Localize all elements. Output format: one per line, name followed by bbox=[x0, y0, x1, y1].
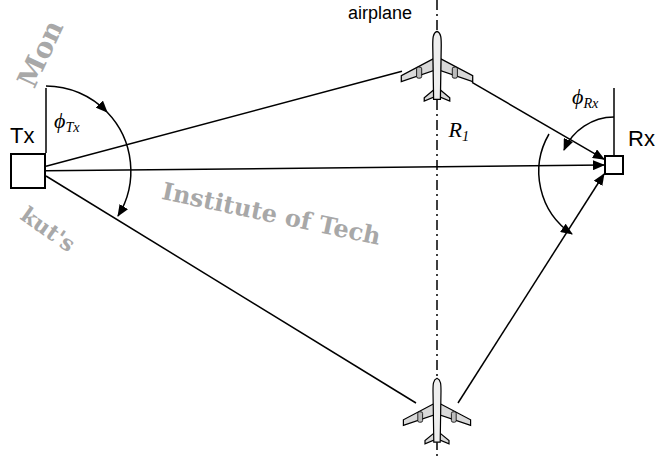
airplane-icon bbox=[403, 378, 470, 444]
angle-label: ϕRx bbox=[570, 86, 600, 111]
node-label: airplane bbox=[348, 4, 412, 22]
reference-line bbox=[45, 88, 47, 153]
airplane-target: airplane bbox=[402, 26, 472, 98]
angle-label: ϕTx bbox=[52, 110, 82, 135]
angle-arc bbox=[564, 117, 614, 150]
reference-line bbox=[613, 88, 615, 155]
signal-path bbox=[458, 174, 604, 403]
receiver-box: Rx bbox=[604, 155, 624, 175]
node-label: Tx bbox=[10, 125, 34, 147]
watermark: Mon bbox=[14, 16, 69, 91]
transmitter-box: Tx bbox=[10, 153, 46, 189]
watermark: kut's bbox=[17, 203, 79, 256]
angle-arc bbox=[107, 112, 131, 216]
range-label: R1 bbox=[447, 119, 472, 144]
airplane-icon bbox=[401, 31, 472, 101]
watermark: Institute of Tech bbox=[160, 179, 383, 249]
signal-path bbox=[46, 71, 402, 166]
angle-arc bbox=[539, 134, 572, 234]
signal-path bbox=[472, 82, 604, 159]
signal-path bbox=[46, 165, 604, 171]
signal-path bbox=[46, 176, 416, 403]
node-label: Rx bbox=[628, 128, 655, 150]
